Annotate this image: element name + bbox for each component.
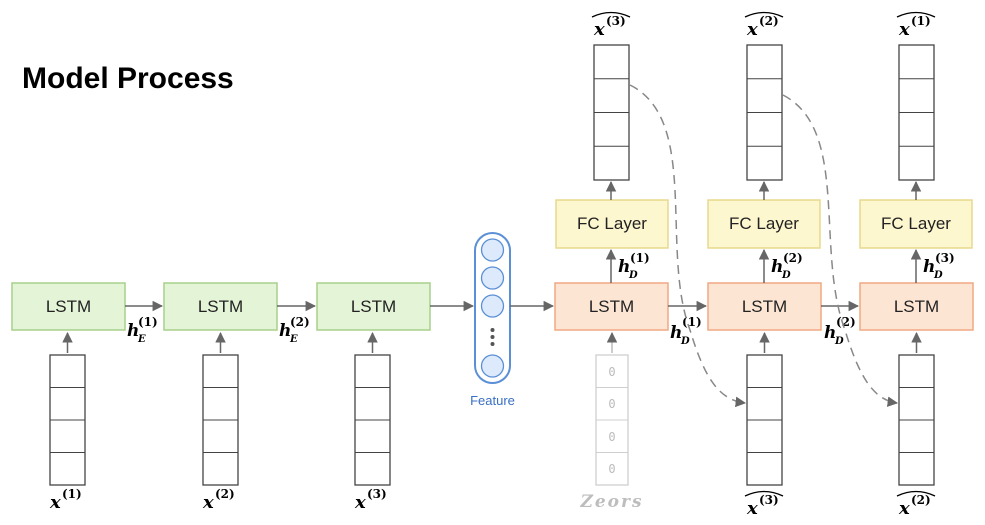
- svg-text:(1): (1): [630, 251, 650, 265]
- svg-text:(2): (2): [911, 493, 931, 507]
- fc-layer-3-label: FC Layer: [881, 214, 951, 233]
- encoder-lstm-2-label: LSTM: [198, 297, 243, 316]
- svg-text:x: x: [593, 19, 605, 40]
- fc-layer-1-label: FC Layer: [577, 214, 647, 233]
- label-xhat2-bottom: x (2): [896, 490, 936, 519]
- zero-cell-1: 0: [608, 365, 615, 379]
- feature-label: Feature: [470, 393, 515, 408]
- decoder-output-vector-2: [746, 44, 783, 181]
- svg-text:(2): (2): [836, 315, 856, 329]
- label-xhat3-top: x (3): [591, 11, 631, 40]
- label-hD3-vertical: h D (3): [923, 251, 955, 281]
- svg-text:(1): (1): [62, 487, 82, 501]
- svg-text:x: x: [898, 19, 910, 40]
- svg-text:h: h: [771, 257, 783, 277]
- encoder-input-vector-1: [49, 354, 86, 486]
- svg-text:h: h: [923, 257, 935, 277]
- zero-cell-4: 0: [608, 462, 615, 476]
- fc-layer-2-label: FC Layer: [729, 214, 799, 233]
- encoder-input-vector-3: [354, 354, 391, 486]
- svg-text:D: D: [628, 270, 638, 281]
- label-xhat2-top: x (2): [744, 11, 784, 40]
- svg-text:(3): (3): [606, 14, 626, 28]
- zeros-label: Zeors: [579, 492, 643, 512]
- decoder-lstm-1: LSTM: [554, 282, 669, 331]
- svg-text:(2): (2): [759, 14, 779, 28]
- zero-cell-3: 0: [608, 430, 615, 444]
- decoder-lstm-2-label: LSTM: [742, 297, 787, 316]
- fc-layer-1: FC Layer: [555, 199, 669, 249]
- label-x2: x (2): [202, 487, 235, 513]
- svg-text:(3): (3): [935, 251, 955, 265]
- svg-text:D: D: [834, 336, 844, 347]
- svg-text:(1): (1): [911, 14, 931, 28]
- decoder-lstm-3-label: LSTM: [894, 297, 939, 316]
- decoder-lstm-2: LSTM: [707, 282, 822, 331]
- encoder-input-vector-2: [202, 354, 239, 486]
- label-x1: x (1): [49, 487, 82, 513]
- feedback-dashed-curve-2: [782, 94, 899, 407]
- svg-text:(2): (2): [290, 315, 310, 329]
- svg-text:D: D: [781, 270, 791, 281]
- svg-text:D: D: [680, 336, 690, 347]
- decoder-input-vector-2: [746, 354, 783, 486]
- zeros-input-vector: 0 0 0 0: [595, 354, 629, 486]
- svg-text:E: E: [137, 334, 146, 345]
- svg-text:h: h: [824, 323, 836, 343]
- svg-text:x: x: [898, 498, 910, 519]
- svg-text:h: h: [618, 257, 630, 277]
- svg-text:x: x: [49, 492, 61, 513]
- encoder-lstm-1-label: LSTM: [46, 297, 91, 316]
- svg-text:x: x: [746, 19, 758, 40]
- encoder-lstm-2: LSTM: [163, 282, 278, 331]
- svg-text:x: x: [746, 498, 758, 519]
- svg-text:x: x: [202, 492, 214, 513]
- zero-cell-2: 0: [608, 397, 615, 411]
- decoder-output-vector-1: [593, 44, 630, 181]
- svg-text:h: h: [127, 321, 139, 341]
- label-hD2-vertical: h D (2): [771, 251, 803, 281]
- fc-layer-2: FC Layer: [707, 199, 821, 249]
- decoder-lstm-3: LSTM: [859, 282, 974, 331]
- encoder-lstm-3-label: LSTM: [351, 297, 396, 316]
- svg-text:(3): (3): [759, 493, 779, 507]
- svg-text:x: x: [354, 492, 366, 513]
- svg-text:D: D: [933, 270, 943, 281]
- svg-text:E: E: [289, 334, 298, 345]
- label-hD1-horizontal: h D (1): [670, 315, 702, 347]
- svg-text:h: h: [279, 321, 291, 341]
- label-hE2: h E (2): [279, 315, 310, 345]
- feature-vector: [474, 232, 511, 384]
- label-x3: x (3): [354, 487, 387, 513]
- label-xhat3-bottom: x (3): [744, 490, 784, 519]
- svg-text:h: h: [670, 323, 682, 343]
- svg-text:(2): (2): [783, 251, 803, 265]
- decoder-input-vector-3: [898, 354, 935, 486]
- decoder-output-vector-3: [898, 44, 935, 181]
- label-hD1-vertical: h D (1): [618, 251, 650, 281]
- encoder-lstm-1: LSTM: [11, 282, 126, 331]
- page-title: Model Process: [22, 62, 234, 95]
- svg-text:(2): (2): [215, 487, 235, 501]
- label-hD2-horizontal: h D (2): [824, 315, 856, 347]
- label-xhat1-top: x (1): [896, 11, 936, 40]
- svg-text:(1): (1): [682, 315, 702, 329]
- encoder-lstm-3: LSTM: [316, 282, 431, 331]
- label-hE1: h E (1): [127, 315, 158, 345]
- decoder-lstm-1-label: LSTM: [589, 297, 634, 316]
- svg-text:(3): (3): [367, 487, 387, 501]
- svg-text:(1): (1): [138, 315, 158, 329]
- fc-layer-3: FC Layer: [859, 199, 973, 249]
